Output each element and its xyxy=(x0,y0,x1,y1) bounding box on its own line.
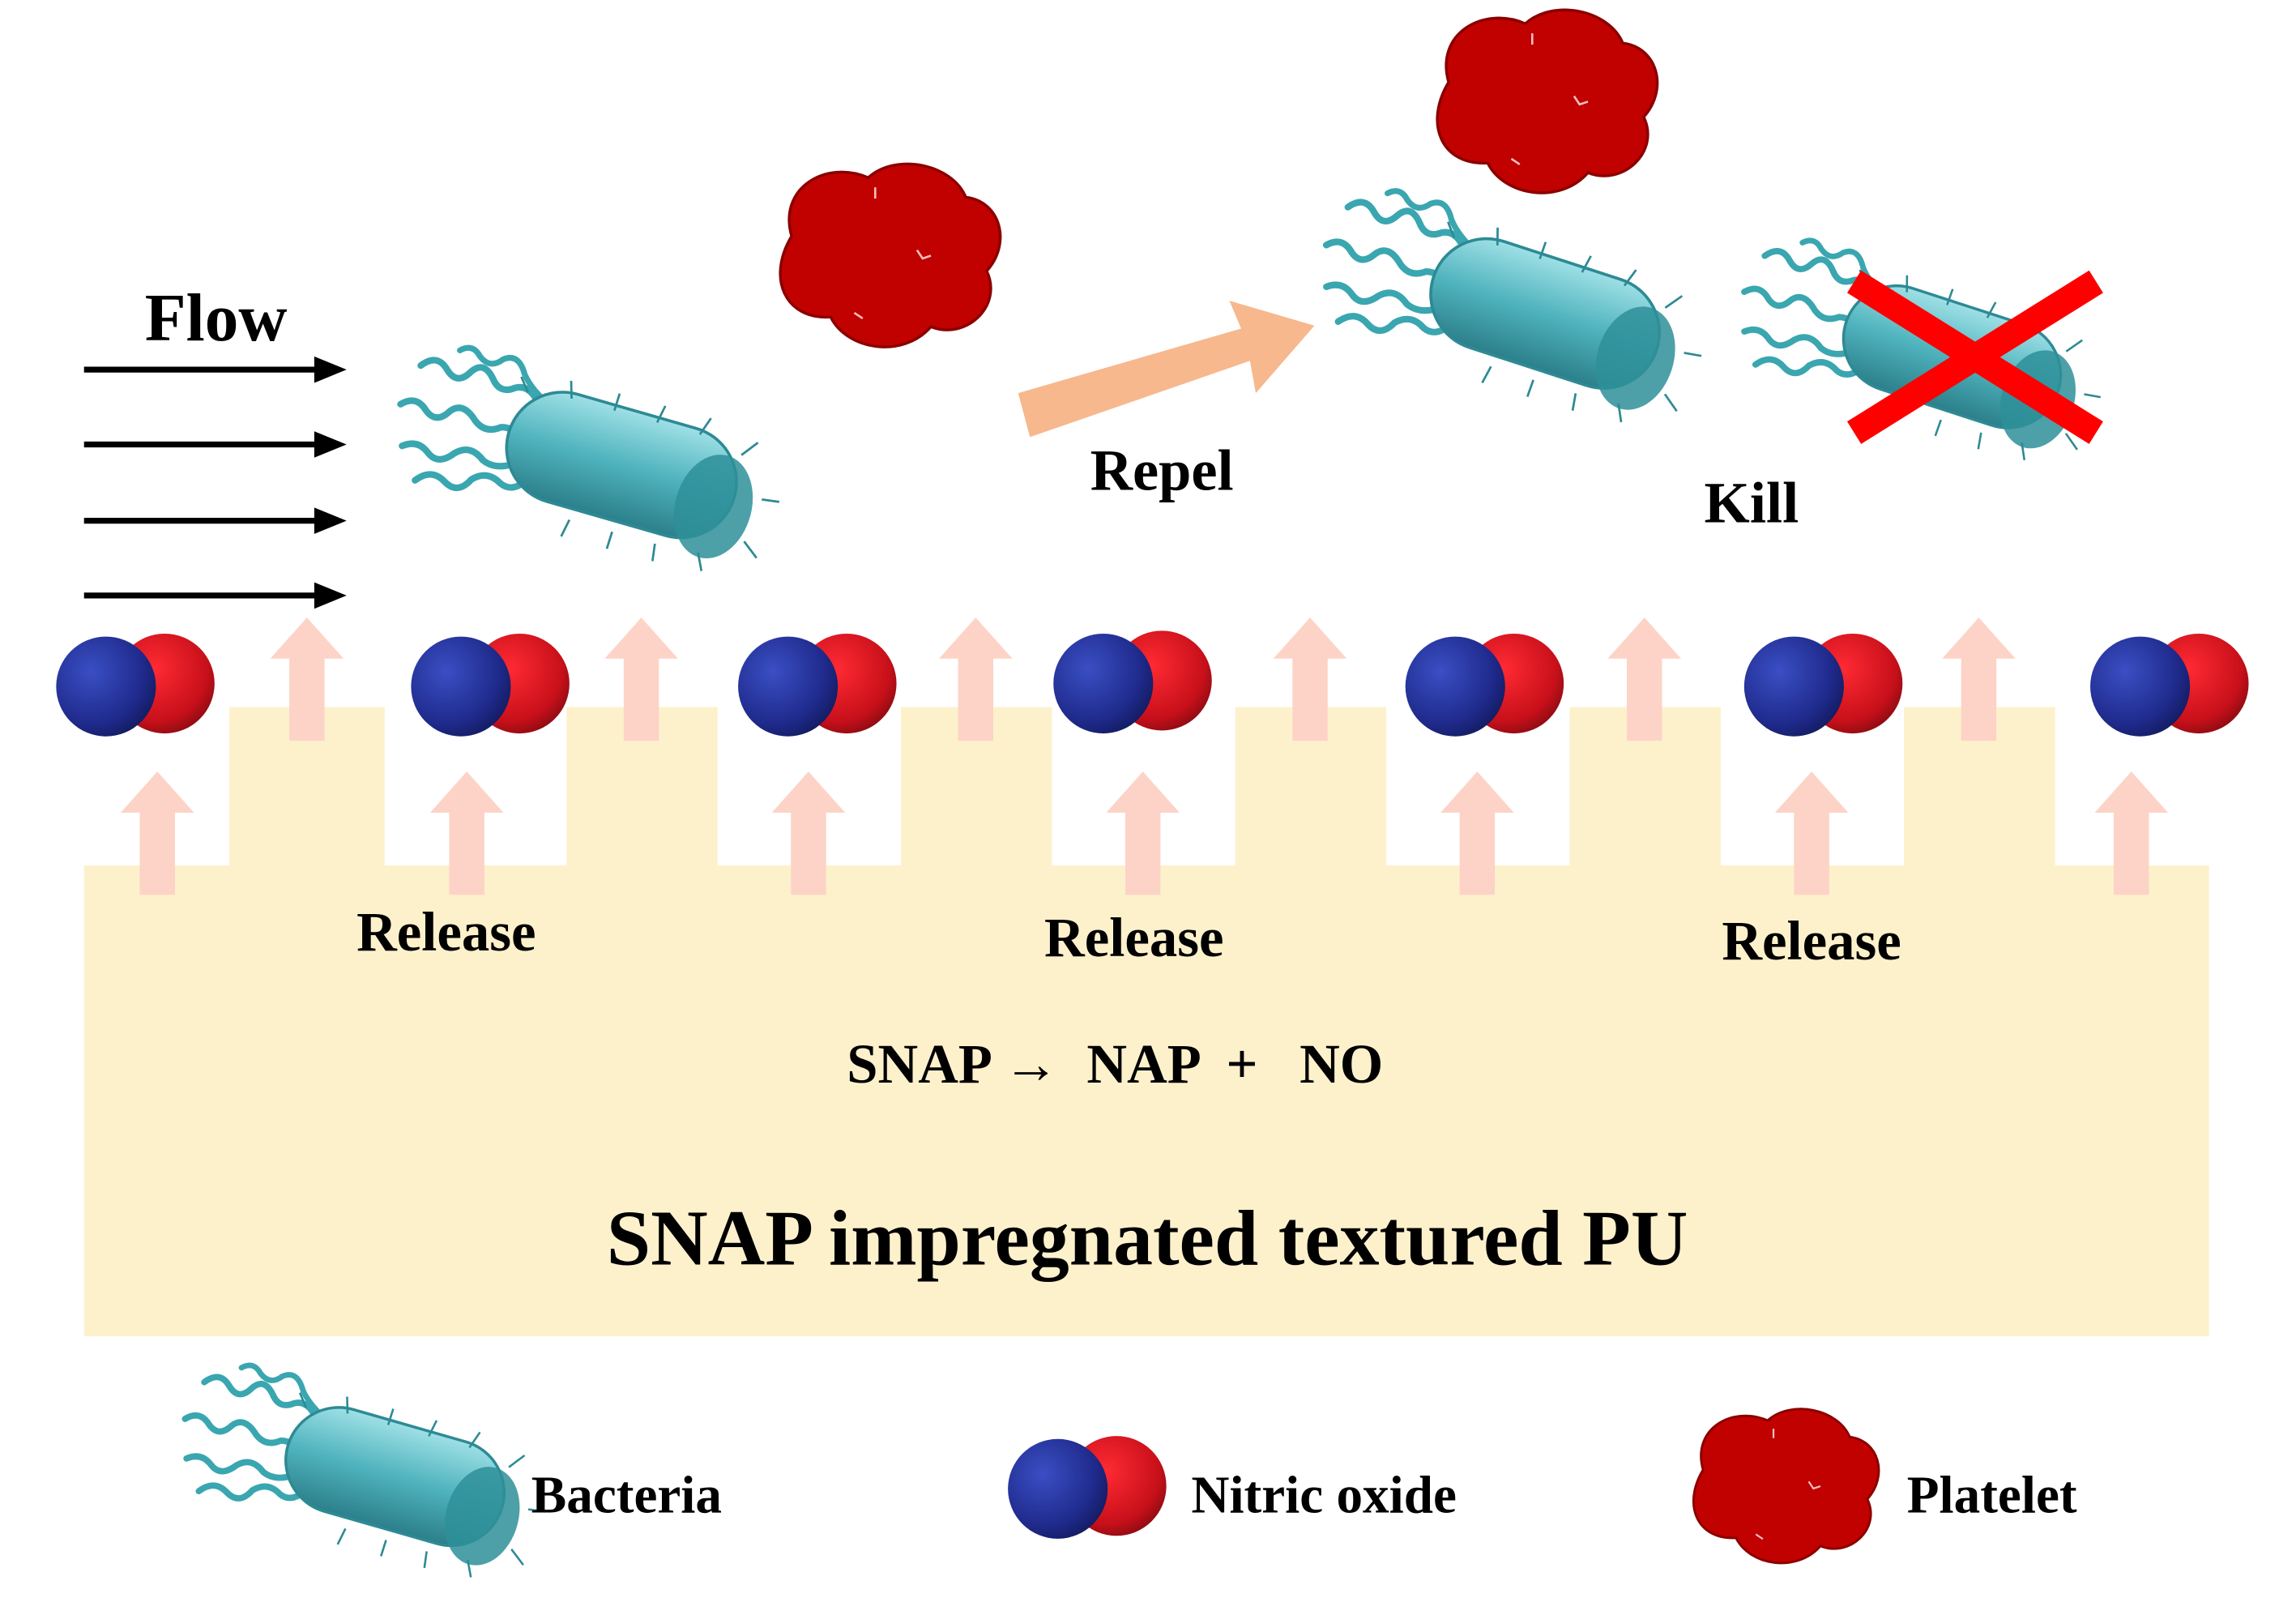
repel-arrow-icon xyxy=(1018,301,1315,438)
flow-arrow-icon xyxy=(83,431,347,458)
legend-label-nitric-oxide: Nitric oxide xyxy=(1191,1466,1457,1524)
flow-arrow-icon xyxy=(83,582,347,609)
platelet-icon xyxy=(1436,8,1659,194)
platelet-icon xyxy=(779,162,1002,348)
bacteria-icon xyxy=(383,340,794,580)
release-label: Release xyxy=(1044,907,1223,968)
legend-label-platelet: Platelet xyxy=(1907,1466,2077,1524)
legend-label-bacteria: Bacteria xyxy=(531,1466,722,1524)
kill-label: Kill xyxy=(1705,469,1799,535)
legend-item-platelet: Platelet xyxy=(1692,1408,2077,1565)
substrate xyxy=(83,707,2209,1337)
nitric-oxide-molecule-icon xyxy=(738,633,897,737)
nitric-oxide-molecule-icon xyxy=(1743,633,1903,737)
substrate-label: SNAP impregnated textured PU xyxy=(607,1194,1688,1282)
nitric-oxide-molecule-icon xyxy=(56,633,215,737)
legend-item-bacteria: Bacteria xyxy=(169,1357,722,1586)
repel-label: Repel xyxy=(1090,438,1234,503)
nitric-oxide-molecule-icon xyxy=(1053,630,1212,734)
flow-arrows xyxy=(83,356,347,609)
cross-icon xyxy=(1846,270,2103,444)
bacteria-icon xyxy=(169,1357,559,1586)
flow-arrow-icon xyxy=(83,356,347,383)
nitric-oxide-molecule-icon xyxy=(2090,633,2249,737)
reaction-equation: SNAP → NAP + NO xyxy=(847,1033,1383,1095)
release-label: Release xyxy=(1722,910,1901,972)
nitric-oxide-molecule-icon xyxy=(411,633,570,737)
release-label: Release xyxy=(356,901,536,963)
nitric-oxide-molecule-icon xyxy=(1405,633,1564,737)
bacteria-icon xyxy=(1724,231,2119,472)
flow-label: Flow xyxy=(145,281,288,356)
bacteria-icon xyxy=(1305,181,1721,434)
platelet-icon xyxy=(1692,1408,1880,1565)
nitric-oxide-molecule-icon xyxy=(1008,1436,1167,1539)
flow-arrow-icon xyxy=(83,507,347,534)
legend: Bacteria Nitric oxide Platelet xyxy=(169,1357,2077,1586)
legend-item-nitric-oxide: Nitric oxide xyxy=(1008,1436,1457,1539)
